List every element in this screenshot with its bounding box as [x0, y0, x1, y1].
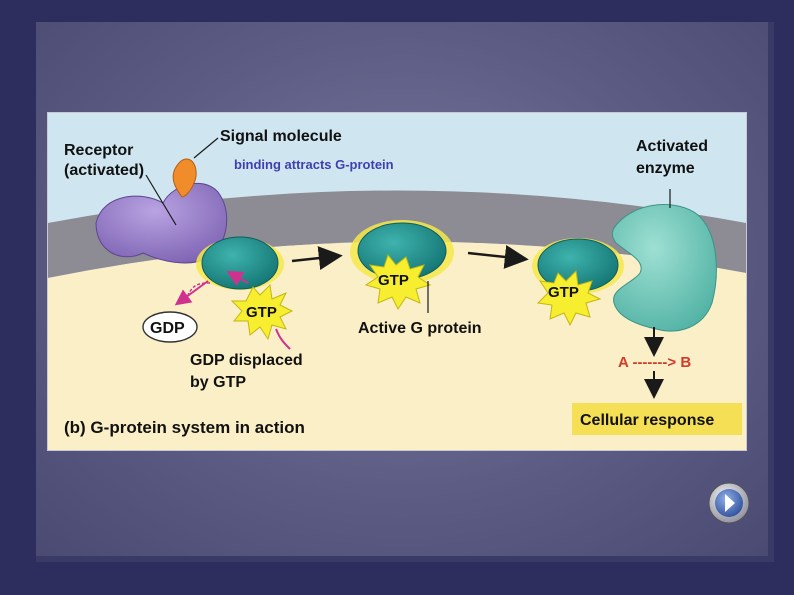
cellular-response-label: Cellular response	[580, 412, 714, 429]
chevron-right-icon	[708, 482, 750, 524]
g-protein-diagram: Receptor (activated) Signal molecule bin…	[48, 113, 746, 450]
gdp-bubble	[142, 311, 198, 343]
reaction-label: A -------> B	[618, 354, 691, 371]
gdp-release-arrow	[174, 280, 209, 306]
gtp-entry-arrow	[275, 328, 291, 350]
figure-caption: (b) G-protein system in action	[64, 418, 305, 437]
enzyme-label: enzyme	[636, 160, 695, 177]
signal-molecule	[172, 158, 197, 198]
gtp-label-enzyme: GTP	[548, 284, 579, 301]
activated-enzyme	[611, 204, 717, 332]
binding-note: binding attracts G-protein	[234, 157, 394, 172]
receptor-state-label: (activated)	[64, 162, 144, 179]
signal-molecule-label: Signal molecule	[220, 128, 342, 145]
gtp-burst-bound	[364, 253, 432, 310]
receptor-protein	[95, 182, 228, 264]
gtp-burst-incoming	[230, 283, 294, 341]
slide-shadow-bottom	[36, 556, 774, 562]
receptor-label: Receptor	[64, 142, 133, 159]
gtp-entry-arrow-head	[226, 271, 249, 286]
g-protein-inactive	[201, 236, 279, 290]
transition-arrow-1	[291, 246, 343, 271]
active-g-protein-label: Active G protein	[358, 320, 482, 337]
cellular-response-box	[572, 403, 742, 435]
gtp-burst-enzyme	[536, 269, 602, 327]
gtp-label-bound: GTP	[378, 272, 409, 289]
signal-pointer	[193, 137, 219, 159]
by-gtp-label: by GTP	[190, 374, 246, 391]
transition-arrow-2	[467, 245, 529, 269]
gdp-release-arrow-2	[187, 282, 211, 296]
slide-shadow-right	[768, 22, 774, 559]
gdp-label: GDP	[150, 320, 185, 337]
receptor-pointer	[145, 174, 177, 226]
gtp-label-incoming: GTP	[246, 304, 277, 321]
next-slide-button[interactable]	[708, 482, 750, 524]
activated-label: Activated	[636, 138, 708, 155]
gdp-displaced-label: GDP displaced	[190, 352, 303, 369]
